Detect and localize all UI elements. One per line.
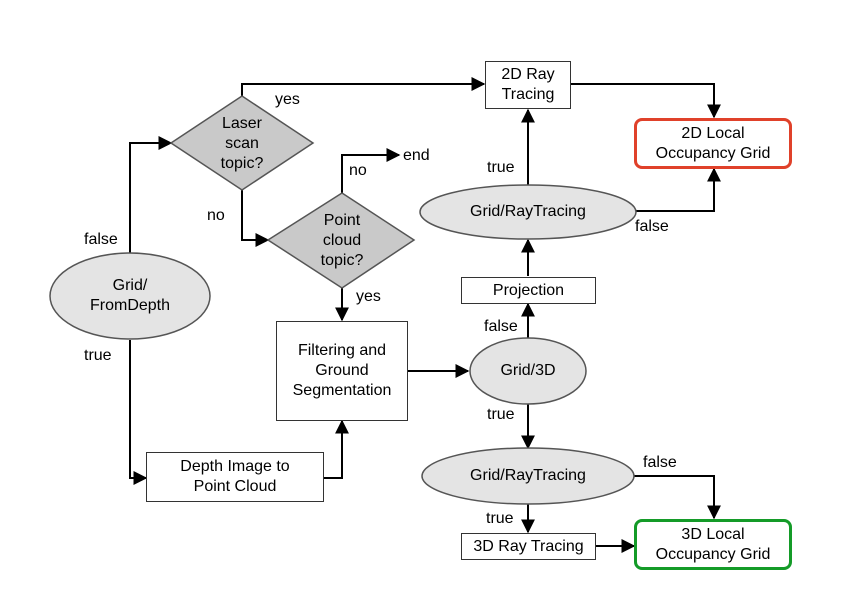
projection-label: Projection xyxy=(492,281,565,299)
edge-raytracing-bottom-false xyxy=(634,475,721,520)
point-cloud-line1: Point xyxy=(323,212,361,229)
edge-fromdepth-true xyxy=(129,340,148,485)
cloud-no-label: no xyxy=(349,162,367,179)
laser-scan-line2: scan xyxy=(225,135,259,152)
grid-fromdepth-shape xyxy=(49,252,211,340)
point-cloud-node: Point cloud topic? xyxy=(297,210,387,272)
edge-laser-no xyxy=(241,190,270,247)
filtering-line2: Ground xyxy=(315,362,369,379)
edge-raytracing-top-false xyxy=(636,167,721,212)
grid-fromdepth-node: Grid/FromDepth xyxy=(60,270,200,322)
point-cloud-line3: topic? xyxy=(320,252,364,269)
grid3d-node: Grid/3D xyxy=(478,360,578,382)
edge-ray2d-to-grid2d xyxy=(571,83,721,119)
projection-box: Projection xyxy=(461,277,596,304)
grid2d-output-line2: Occupancy Grid xyxy=(655,144,771,162)
grid-raytracing-bottom-label: Grid/RayTracing xyxy=(470,467,586,484)
grid3d-shape xyxy=(469,337,587,405)
filtering-line3: Segmentation xyxy=(292,382,392,399)
grid3d-false-label: false xyxy=(484,318,518,335)
edge-laser-yes xyxy=(241,77,486,96)
grid-raytracing-bottom-shape xyxy=(421,447,635,505)
grid-fromdepth-line1: Grid/ xyxy=(112,277,148,294)
fromdepth-true-label: true xyxy=(84,347,112,364)
laser-scan-decision-shape xyxy=(169,95,315,191)
point-cloud-line2: cloud xyxy=(322,232,362,249)
laser-scan-node: Laser scan topic? xyxy=(197,113,287,175)
laser-no-label: no xyxy=(207,207,225,224)
ray3d-label: 3D Ray Tracing xyxy=(473,537,584,555)
grid-raytracing-top-shape xyxy=(419,184,637,240)
ray3d-box: 3D Ray Tracing xyxy=(461,533,596,560)
edge-depth-to-filtering xyxy=(324,419,349,479)
fromdepth-false-label: false xyxy=(84,231,118,248)
ray2d-line2: Tracing xyxy=(501,86,555,103)
raytracing-bottom-false-label: false xyxy=(643,454,677,471)
laser-scan-line1: Laser xyxy=(221,115,262,132)
grid-raytracing-top-label: Grid/RayTracing xyxy=(470,203,586,220)
end-label: end xyxy=(403,147,430,164)
depth-image-line2: Point Cloud xyxy=(193,478,277,495)
grid3d-output-line2: Occupancy Grid xyxy=(655,545,771,563)
grid3d-true-label: true xyxy=(487,406,515,423)
laser-yes-label: yes xyxy=(275,91,300,108)
filtering-line1: Filtering and xyxy=(297,342,387,359)
raytracing-bottom-true-label: true xyxy=(486,510,514,527)
grid-raytracing-bottom-node: Grid/RayTracing xyxy=(440,465,616,487)
grid-raytracing-top-node: Grid/RayTracing xyxy=(440,201,616,223)
point-cloud-decision-shape xyxy=(266,192,416,289)
raytracing-top-true-label: true xyxy=(487,159,515,176)
cloud-yes-label: yes xyxy=(356,288,381,305)
grid-fromdepth-line2: FromDepth xyxy=(89,297,171,314)
grid3d-label: Grid/3D xyxy=(500,362,556,379)
depth-image-box: Depth Image to Point Cloud xyxy=(146,452,324,502)
laser-scan-line3: topic? xyxy=(220,155,264,172)
edge-cloud-no xyxy=(341,148,401,193)
ray2d-line1: 2D Ray xyxy=(501,66,555,83)
grid3d-output-line1: 3D Local xyxy=(681,525,745,543)
raytracing-top-false-label: false xyxy=(635,218,669,235)
grid2d-output-line1: 2D Local xyxy=(681,124,745,142)
edge-fromdepth-false xyxy=(129,136,173,253)
depth-image-line1: Depth Image to xyxy=(180,458,290,475)
